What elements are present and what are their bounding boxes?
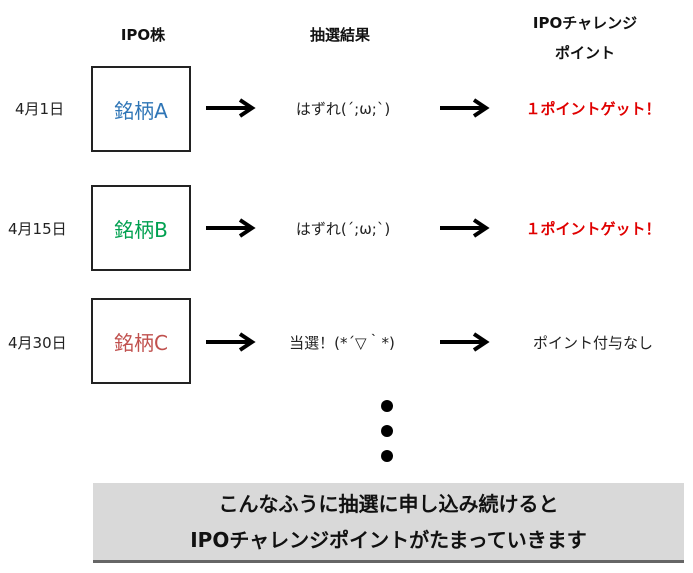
points-result: ポイント付与なし — [532, 334, 653, 352]
stock-box: 銘柄B — [91, 185, 191, 271]
header-challenge-points-line1: IPOチャレンジ — [532, 14, 638, 32]
stock-label: 銘柄C — [114, 330, 168, 355]
continuation-dot-icon — [381, 425, 393, 437]
stock-label: 銘柄B — [114, 217, 168, 242]
arrow-icon — [206, 332, 256, 352]
points-result: １ポイントゲット！ — [525, 220, 661, 238]
summary-line2: IPOチャレンジポイントがたまっていきます — [190, 527, 587, 552]
row-date: 4月15日 — [8, 220, 67, 238]
header-challenge-points: IPOチャレンジ ポイント — [505, 8, 665, 68]
continuation-dot-icon — [381, 400, 393, 412]
arrow-icon — [440, 218, 490, 238]
stock-box: 銘柄C — [91, 298, 191, 384]
lottery-result: はずれ(´;ω;`) — [295, 100, 391, 118]
summary-line1: こんなふうに抽選に申し込み続けると — [218, 491, 559, 516]
header-challenge-points-line2: ポイント — [554, 44, 615, 62]
lottery-result: 当選！(*´▽｀*) — [289, 334, 395, 352]
header-ipo-stock: IPO株 — [120, 26, 166, 44]
header-lottery-result: 抽選結果 — [309, 26, 370, 44]
lottery-result: はずれ(´;ω;`) — [295, 220, 391, 238]
points-result: １ポイントゲット！ — [525, 100, 661, 118]
arrow-icon — [206, 98, 256, 118]
summary-banner: こんなふうに抽選に申し込み続けると IPOチャレンジポイントがたまっていきます — [93, 483, 684, 563]
arrow-icon — [440, 332, 490, 352]
row-date: 4月1日 — [15, 100, 65, 118]
stock-label: 銘柄A — [114, 98, 168, 123]
arrow-icon — [206, 218, 256, 238]
continuation-dot-icon — [381, 450, 393, 462]
stock-box: 銘柄A — [91, 66, 191, 152]
row-date: 4月30日 — [8, 334, 67, 352]
arrow-icon — [440, 98, 490, 118]
